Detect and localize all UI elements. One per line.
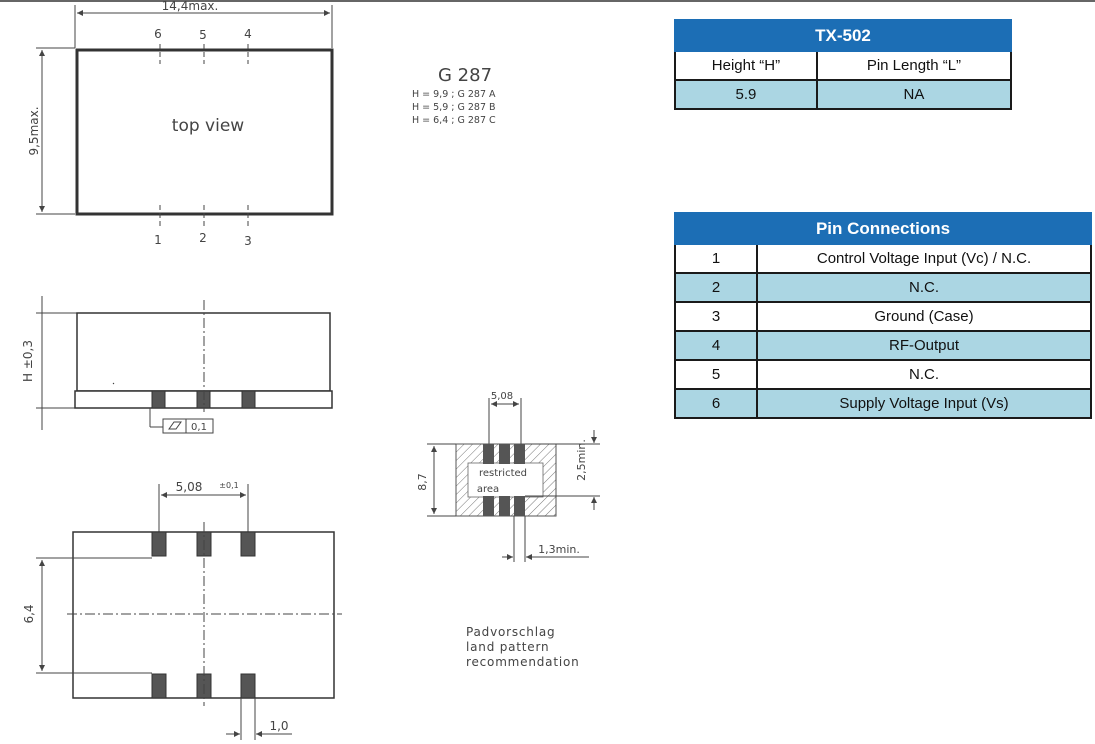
pin-number: 2 xyxy=(674,272,758,303)
pitch-dimension: 5,08 xyxy=(176,480,203,494)
pin-description: Control Voltage Input (Vc) / N.C. xyxy=(756,243,1092,274)
pin-label-3: 3 xyxy=(244,234,252,248)
pin-description: N.C. xyxy=(756,359,1092,390)
top-view-label: top view xyxy=(172,116,245,136)
pin-label-2: 2 xyxy=(199,231,207,245)
top-view: 14,4max. 9,5max. top view 6 5 4 1 2 3 xyxy=(27,0,334,248)
pin-label-6: 6 xyxy=(154,27,162,41)
pin-number: 4 xyxy=(674,330,758,361)
pitch-tolerance: ±0,1 xyxy=(219,481,238,490)
side-view: H ±0,3 0,1 xyxy=(21,296,333,434)
pin-number: 1 xyxy=(674,243,758,274)
table-row: 2 N.C. xyxy=(674,272,1092,303)
tx-table-title: TX-502 xyxy=(674,19,1012,52)
bottom-view: 5,08 ±0,1 6,4 1,0 xyxy=(22,480,342,740)
pin-number: 5 xyxy=(674,359,758,390)
pin-label-1: 1 xyxy=(154,233,162,247)
restricted-area-label-1: restricted xyxy=(479,468,527,479)
tx-header-pin-length: Pin Length “L” xyxy=(815,50,1013,81)
table-row: 1 Control Voltage Input (Vc) / N.C. xyxy=(674,243,1092,274)
pin-description: N.C. xyxy=(756,272,1092,303)
variant-c: H = 6,4 ; G 287 C xyxy=(412,115,496,126)
pad-min-width-dimension: 1,3min. xyxy=(538,543,580,556)
land-pattern: 5,08 restricted area 8,7 2,5min. 1,3min.… xyxy=(416,391,600,669)
table-row: 4 RF-Output xyxy=(674,330,1092,361)
pin-description: RF-Output xyxy=(756,330,1092,361)
land-caption-3: recommendation xyxy=(466,655,580,669)
width-dimension: 14,4max. xyxy=(162,0,219,13)
pin-number: 6 xyxy=(674,388,758,419)
land-caption-1: Padvorschlag xyxy=(466,625,555,639)
pad-height-dimension: 8,7 xyxy=(416,473,429,491)
pin-number: 3 xyxy=(674,301,758,332)
flatness-value: 0,1 xyxy=(191,422,207,433)
table-row: 5 N.C. xyxy=(674,359,1092,390)
restricted-area-label-2: area xyxy=(477,484,499,495)
tx-value-pin-length: NA xyxy=(815,79,1013,110)
part-title-block: G 287 H = 9,9 ; G 287 A H = 5,9 ; G 287 … xyxy=(412,65,496,126)
pin-description: Supply Voltage Input (Vs) xyxy=(756,388,1092,419)
height-dimension: 9,5max. xyxy=(27,106,41,155)
tx-value-height: 5.9 xyxy=(674,79,818,110)
span-dimension: 6,4 xyxy=(22,604,36,623)
side-height-dimension: H ±0,3 xyxy=(21,340,35,382)
part-title: G 287 xyxy=(438,65,492,86)
pin-label-5: 5 xyxy=(199,28,207,42)
pad-pitch-dimension: 5,08 xyxy=(491,391,513,402)
pin-table-title: Pin Connections xyxy=(674,212,1092,245)
pin-description: Ground (Case) xyxy=(756,301,1092,332)
pad-min-length-dimension: 2,5min. xyxy=(575,439,588,481)
pin-label-4: 4 xyxy=(244,27,252,41)
table-row: 6 Supply Voltage Input (Vs) xyxy=(674,388,1092,419)
pin-connections-table: Pin Connections 1 Control Voltage Input … xyxy=(674,212,1092,419)
variant-b: H = 5,9 ; G 287 B xyxy=(412,102,496,113)
variant-a: H = 9,9 ; G 287 A xyxy=(412,89,496,100)
table-row: 3 Ground (Case) xyxy=(674,301,1092,332)
land-caption-2: land pattern xyxy=(466,640,549,654)
pin-width-dimension: 1,0 xyxy=(269,719,288,733)
tx-502-table: TX-502 Height “H” Pin Length “L” 5.9 NA xyxy=(674,19,1013,110)
tx-header-height: Height “H” xyxy=(674,50,818,81)
